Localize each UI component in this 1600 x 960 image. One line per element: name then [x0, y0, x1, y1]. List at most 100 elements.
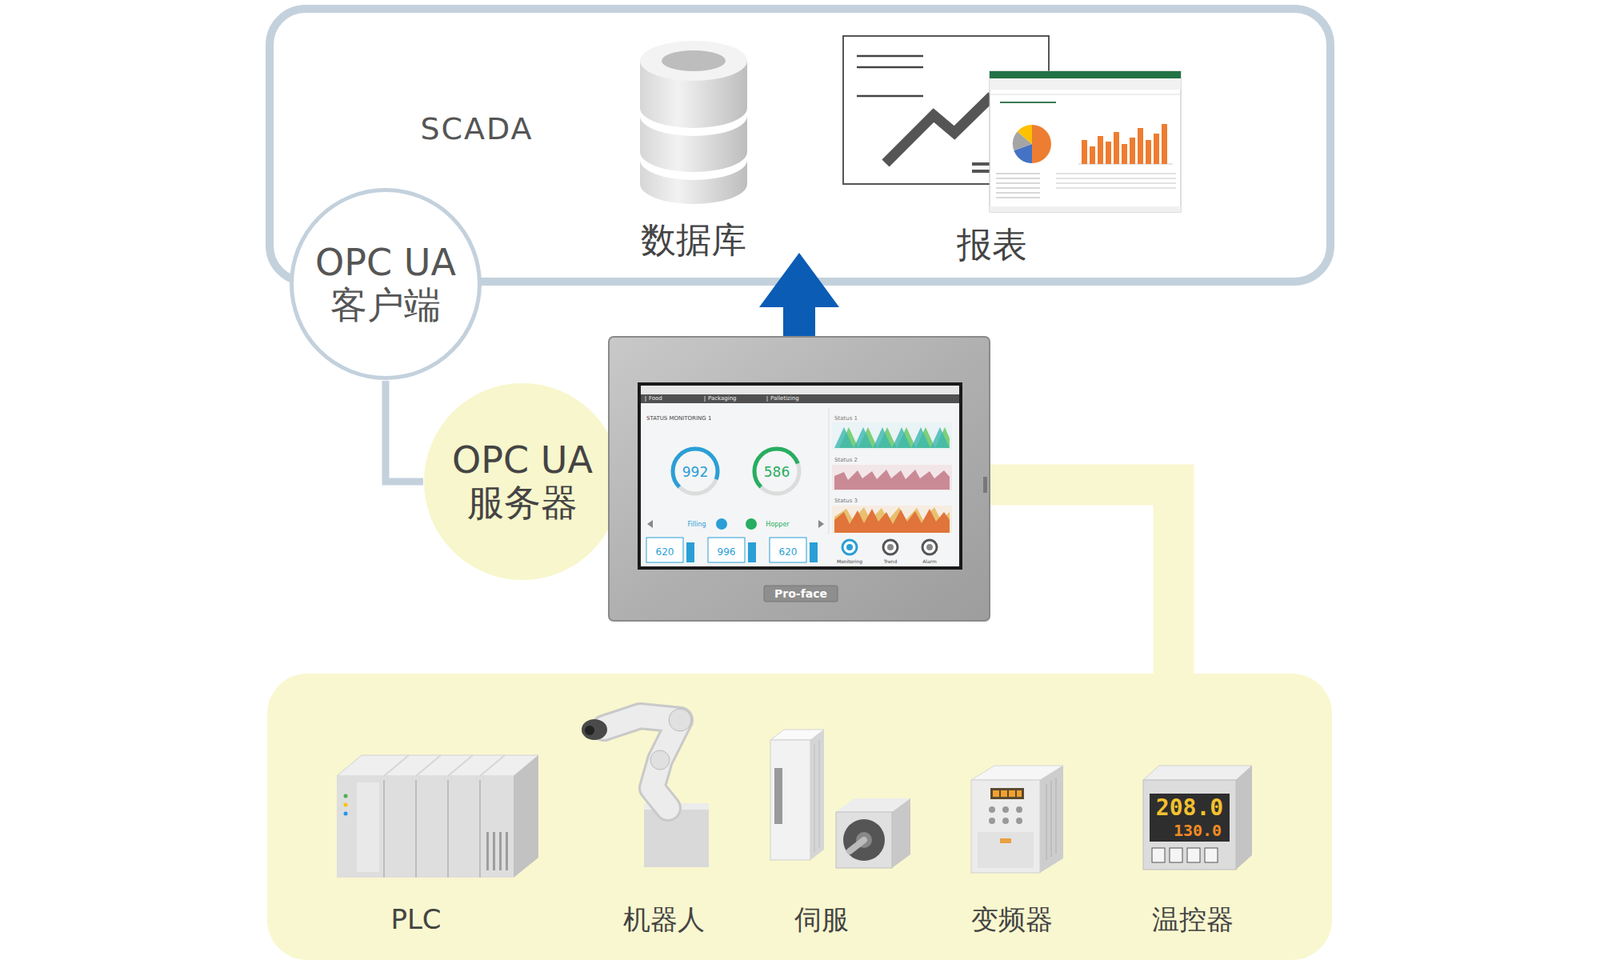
spreadsheet-thumbnail-part	[1161, 124, 1168, 164]
button-label-box: Monitoring	[836, 559, 863, 564]
servo-icon-part	[774, 768, 783, 824]
device-label: 变频器	[971, 904, 1053, 936]
spreadsheet-thumbnail-part	[1056, 187, 1176, 189]
report-document-icon-part	[885, 96, 992, 164]
chart-title-box: Status 3	[834, 498, 858, 504]
chart-title: Status 3	[834, 498, 858, 504]
spreadsheet-thumbnail-part	[1145, 140, 1152, 164]
device-label-box: 变频器	[971, 904, 1053, 936]
hmi-panel-drawing-part	[818, 520, 824, 528]
hmi-panel-drawing-part	[887, 544, 894, 551]
device-label-box: PLC	[390, 904, 441, 936]
inverter-icon-part	[1002, 817, 1009, 824]
chart-title: Status 2	[834, 457, 858, 464]
plc-icon-part	[384, 755, 409, 776]
hmi-panel-drawing-part	[640, 394, 960, 404]
chart-title: Status 1	[834, 416, 858, 422]
hmi-panel-drawing-part	[769, 537, 807, 563]
plc-icon-part	[415, 780, 417, 878]
hmi-panel-drawing-part	[640, 385, 960, 395]
inverter-icon-part	[1051, 780, 1052, 857]
spreadsheet-thumbnail-part	[1032, 124, 1052, 164]
counter-value: 620	[656, 547, 675, 557]
circle-label: OPC UA 服务器	[437, 439, 608, 524]
inverter-icon-part	[1000, 838, 1012, 844]
spreadsheet-thumbnail-part	[996, 182, 1040, 184]
hmi-panel-drawing-part	[846, 544, 853, 551]
inverter-icon-part	[1016, 806, 1023, 813]
hmi-panel-drawing-part	[637, 382, 963, 570]
temperature-controller-icon-part	[1204, 848, 1218, 863]
inverter-icon-part	[1002, 806, 1009, 813]
counter-value-box: 996	[717, 547, 736, 557]
spreadsheet-thumbnail-part	[1089, 146, 1096, 164]
chart-title-box: Status 1	[834, 416, 858, 422]
screen-tab: Packaging	[708, 396, 737, 402]
counter-value-box: 620	[656, 547, 675, 557]
hmi-panel-drawing-part	[767, 396, 768, 402]
plc-icon-part	[416, 755, 441, 776]
temperature-controller-icon-part	[1143, 780, 1236, 870]
hmi-panel-drawing-part	[883, 540, 898, 555]
indicator-label-box: Filling	[687, 521, 706, 528]
device-label: PLC	[390, 904, 441, 936]
circle-shape	[292, 190, 480, 379]
device-label: 机器人	[623, 904, 705, 936]
inverter-icon-part	[977, 832, 1034, 868]
spreadsheet-thumbnail-part	[989, 71, 1181, 212]
chart-title-box: Status 2	[834, 457, 858, 464]
servo-icon-part	[810, 729, 824, 860]
hmi-panel-drawing-part	[646, 537, 684, 563]
plc-icon-part	[356, 782, 380, 872]
inverter-icon-part	[990, 788, 1024, 800]
robot-icon-part	[668, 708, 692, 732]
hmi-panel-drawing-part	[608, 336, 990, 621]
inverter-icon-part	[1040, 765, 1064, 873]
screen-tab-box: Food	[648, 396, 663, 402]
plc-icon-part	[479, 780, 481, 878]
screen-tab: Food	[648, 396, 663, 402]
gauge-value: 586	[764, 465, 790, 480]
temperature-controller-icon-part	[1169, 848, 1183, 863]
temperature-controller-icon-part	[1143, 765, 1252, 780]
report-document-icon-part	[856, 55, 924, 58]
hmi-panel-drawing-part	[708, 537, 745, 563]
inverter-icon-part	[1000, 790, 1008, 797]
device-label: 温控器	[1152, 904, 1234, 936]
button-label: Monitoring	[836, 559, 863, 564]
hmi-panel-drawing-part	[645, 396, 647, 402]
indicator-label: Filling	[687, 521, 706, 528]
plc-icon-part	[447, 780, 449, 878]
hmi-panel-drawing-part	[926, 544, 933, 551]
spreadsheet-thumbnail-part	[1113, 132, 1120, 164]
button-label-box: Trend	[884, 559, 897, 564]
hmi-panel-drawing-part	[832, 422, 952, 450]
region-title-box: SCADA	[420, 112, 533, 148]
inverter-icon-part	[988, 806, 996, 813]
indicator-label-box: Hopper	[765, 521, 789, 528]
spreadsheet-thumbnail-part	[1129, 137, 1136, 164]
plc-icon-part	[344, 803, 348, 808]
hmi-panel-drawing-part	[748, 542, 756, 563]
inverter-icon-part	[1056, 777, 1057, 854]
inverter-icon-part	[992, 790, 1000, 797]
inverter-icon-part	[971, 780, 1040, 873]
spreadsheet-thumbnail-part	[1056, 177, 1176, 180]
circle-label: OPC UA 客户端	[300, 241, 471, 327]
hmi-panel-drawing-part	[832, 464, 952, 491]
brand-logo: Pro-face	[774, 587, 828, 600]
screen-tab-box: Packaging	[708, 396, 737, 402]
opc-client-circle: OPC UA 客户端	[288, 187, 483, 381]
component-label-box: 数据库	[640, 220, 747, 261]
circle-label-box: OPC UA 服务器	[437, 439, 608, 524]
inverter-icon-part	[1046, 784, 1048, 860]
hmi-panel-drawing-part	[834, 507, 950, 533]
temperature-controller-icon	[1143, 765, 1252, 870]
device-label-box: 温控器	[1152, 904, 1234, 936]
plc-icon-part	[513, 755, 539, 878]
spreadsheet-thumbnail-part	[1105, 141, 1112, 164]
spreadsheet-thumbnail-part	[996, 187, 1040, 189]
hmi-panel-drawing-part	[983, 476, 988, 493]
